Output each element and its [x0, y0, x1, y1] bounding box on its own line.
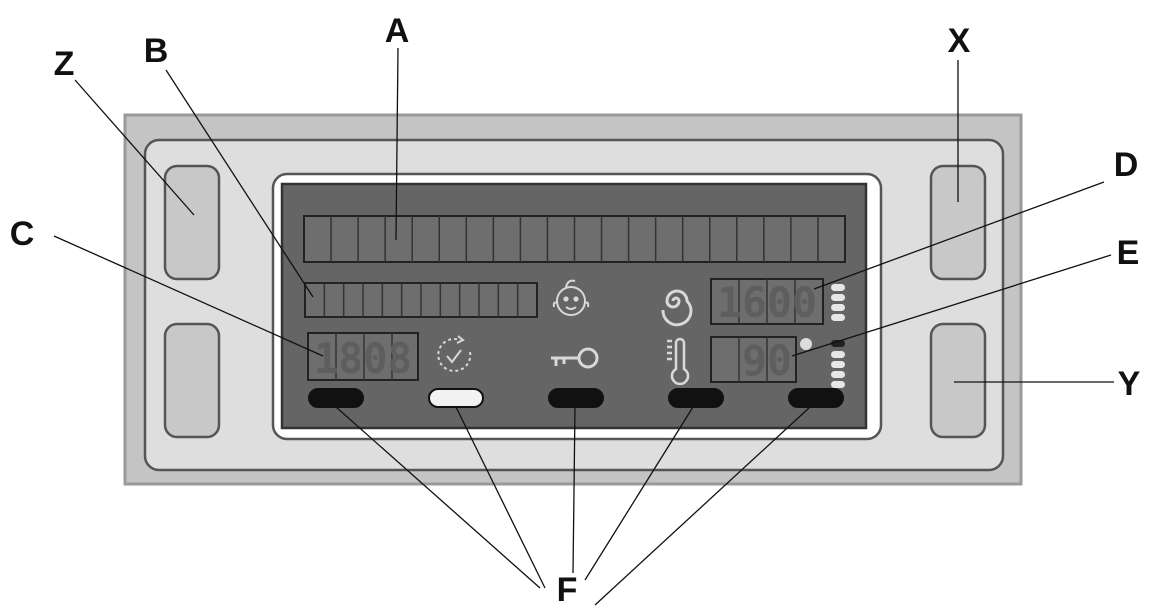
leader-a: [395, 47, 399, 241]
function-button-5[interactable]: [788, 388, 844, 408]
timer-check-icon: [437, 335, 472, 372]
spin-level-bars: [831, 284, 845, 321]
spin-readout: 1600: [717, 278, 817, 327]
time-display: [307, 332, 419, 381]
callout-d: D: [1114, 146, 1139, 184]
leader-f-1: [335, 406, 541, 589]
button-y[interactable]: [929, 322, 987, 439]
leader-e: [791, 254, 1112, 357]
spin-spiral-icon: [661, 289, 693, 327]
function-button-3[interactable]: [548, 388, 604, 408]
temperature-level-bars: [831, 340, 845, 388]
button-z[interactable]: [163, 164, 221, 281]
callout-b: B: [144, 32, 169, 70]
callout-a: A: [385, 12, 410, 50]
temperature-level-bar: [831, 371, 845, 378]
leader-f-2: [455, 406, 546, 589]
temperature-level-bar-top: [831, 340, 845, 347]
spin-level-bar: [831, 284, 845, 291]
callout-y: Y: [1118, 365, 1141, 403]
temperature-level-bar: [831, 351, 845, 358]
leader-f-3: [572, 406, 576, 574]
temperature-display: [710, 336, 797, 383]
function-button-2[interactable]: [428, 388, 484, 408]
spin-level-bar: [831, 294, 845, 301]
key-icon: [551, 347, 599, 369]
callout-x: X: [948, 22, 971, 60]
callout-c: C: [10, 215, 35, 253]
function-button-1[interactable]: [308, 388, 364, 408]
leader-z: [74, 79, 195, 216]
sub-text-cells: [323, 283, 519, 317]
temperature-level-bar: [831, 381, 845, 388]
leader-f-4: [584, 406, 694, 581]
callout-e: E: [1117, 234, 1140, 272]
callout-z: Z: [54, 45, 75, 83]
main-text-cells: [330, 216, 819, 262]
function-button-4[interactable]: [668, 388, 724, 408]
spin-level-bar: [831, 314, 845, 321]
leader-c: [53, 235, 324, 357]
leader-b: [165, 69, 314, 298]
leader-d: [813, 181, 1105, 290]
degree-dot: [800, 338, 812, 350]
temperature-readout: 90: [742, 336, 792, 385]
time-readout: 1808: [314, 334, 412, 383]
callout-f: F: [557, 571, 578, 609]
leader-lines: [53, 47, 1114, 606]
spin-level-bar: [831, 304, 845, 311]
button-left-lower[interactable]: [163, 322, 221, 439]
thermometer-icon: [667, 337, 690, 386]
leader-f-5: [594, 406, 811, 606]
baby-face-icon: [552, 279, 590, 316]
temperature-level-bar: [831, 361, 845, 368]
